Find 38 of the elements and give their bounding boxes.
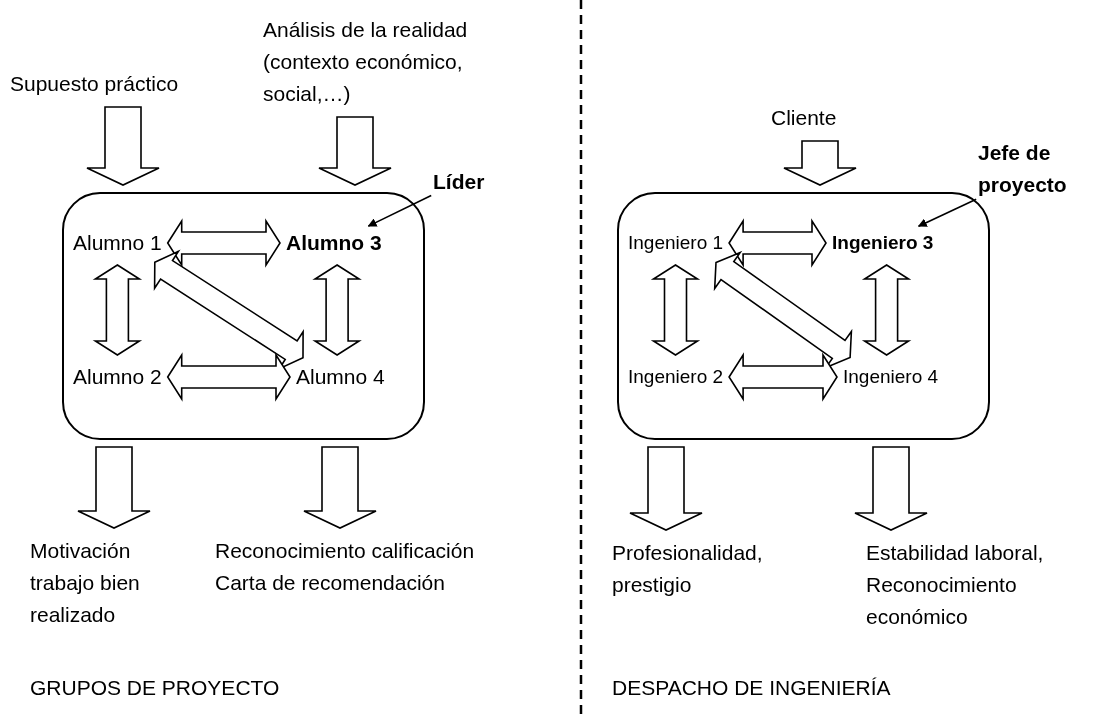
block-arrow <box>318 116 392 186</box>
outcome-label: Motivación trabajo bien realizado <box>30 538 141 628</box>
member-label: Ingeniero 1 <box>628 231 724 255</box>
input-label: Supuesto práctico <box>10 71 179 97</box>
section-title: DESPACHO DE INGENIERÍA <box>612 676 891 700</box>
member-label: Ingeniero 2 <box>628 365 724 389</box>
outcome-label: Profesionalidad, prestigio <box>612 540 764 598</box>
team-box <box>62 192 425 440</box>
member-label: Alumno 3 <box>286 230 382 256</box>
block-arrow <box>86 106 160 186</box>
block-arrow <box>854 446 928 531</box>
block-arrow <box>303 446 377 529</box>
member-label: Ingeniero 4 <box>843 365 939 389</box>
double-block-arrow <box>166 218 281 268</box>
member-label: Alumno 4 <box>296 364 385 390</box>
double-block-arrow <box>728 218 827 268</box>
leader-line <box>917 198 977 227</box>
block-arrow <box>629 446 703 531</box>
role-label: Jefe de proyecto <box>978 140 1068 198</box>
double-block-arrow <box>728 352 838 402</box>
double-block-arrow <box>166 352 291 402</box>
outcome-label: Reconocimiento calificación <box>215 538 475 564</box>
double-block-arrow <box>650 264 701 356</box>
member-label: Ingeniero 3 <box>832 231 934 255</box>
leader-line <box>367 194 432 227</box>
input-label: Análisis de la realidad (contexto económico, social,…) <box>263 17 469 107</box>
outcome-label: Estabilidad laboral, Reconocimiento económico <box>866 540 1045 630</box>
member-label: Alumno 2 <box>73 364 162 390</box>
outcome-label: Carta de recomendación <box>215 570 446 596</box>
block-arrow <box>77 446 151 529</box>
block-arrow <box>783 140 857 186</box>
member-label: Alumno 1 <box>73 230 162 256</box>
role-label: Líder <box>433 169 485 195</box>
double-block-arrow <box>861 264 912 356</box>
section-title: GRUPOS DE PROYECTO <box>30 676 280 700</box>
input-label: Cliente <box>771 105 837 131</box>
double-block-arrow <box>312 264 362 356</box>
double-block-arrow <box>92 264 143 356</box>
